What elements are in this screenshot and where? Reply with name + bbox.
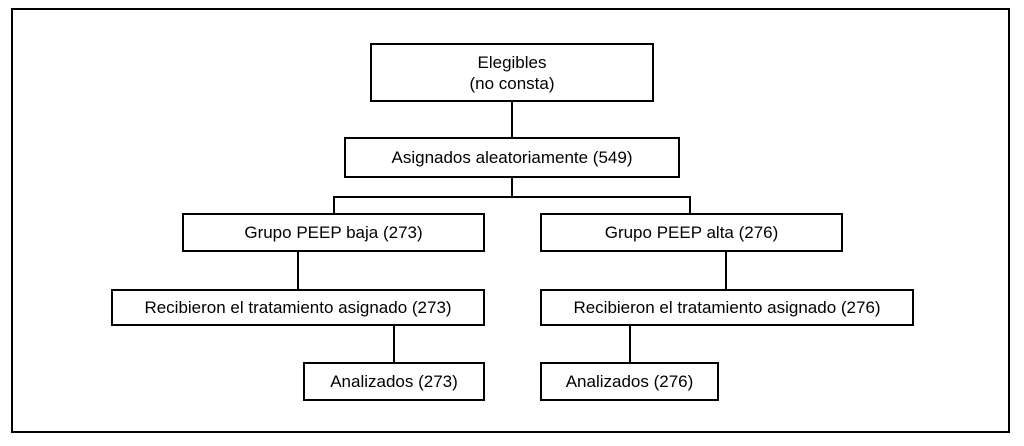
low-peep-group-label: Grupo PEEP baja (273) [244, 223, 423, 242]
connector-low-received-to-analyzed [393, 325, 395, 363]
low-peep-analyzed-label: Analizados (273) [330, 372, 458, 391]
connector-randomized-down [511, 177, 513, 197]
high-peep-analyzed-label: Analizados (276) [565, 372, 694, 391]
randomized-label: Asignados aleatoriamente (549) [391, 148, 633, 167]
low-peep-received-label: Recibieron el tratamiento asignado (273) [144, 298, 452, 317]
low-peep-analyzed-box: Analizados (273) [303, 362, 485, 401]
connector-split-right [689, 196, 691, 214]
connector-split-left [333, 196, 335, 214]
connector-high-group-to-received [725, 251, 727, 290]
connector-split-horizontal [333, 196, 691, 198]
high-peep-received-box: Recibieron el tratamiento asignado (276) [540, 289, 914, 326]
high-peep-group-box: Grupo PEEP alta (276) [540, 213, 843, 252]
high-peep-received-label: Recibieron el tratamiento asignado (276) [573, 298, 881, 317]
low-peep-received-box: Recibieron el tratamiento asignado (273) [111, 289, 485, 326]
eligible-label: Elegibles [477, 52, 547, 72]
high-peep-analyzed-box: Analizados (276) [540, 362, 719, 401]
eligible-count-note: (no consta) [469, 73, 555, 93]
eligible-box: Elegibles (no consta) [370, 43, 654, 102]
high-peep-group-label: Grupo PEEP alta (276) [604, 223, 779, 242]
low-peep-group-box: Grupo PEEP baja (273) [182, 213, 485, 252]
connector-high-received-to-analyzed [629, 325, 631, 363]
connector-low-group-to-received [297, 251, 299, 290]
randomized-box: Asignados aleatoriamente (549) [344, 137, 680, 178]
diagram-frame [11, 8, 1010, 433]
connector-eligible-to-randomized [511, 101, 513, 138]
